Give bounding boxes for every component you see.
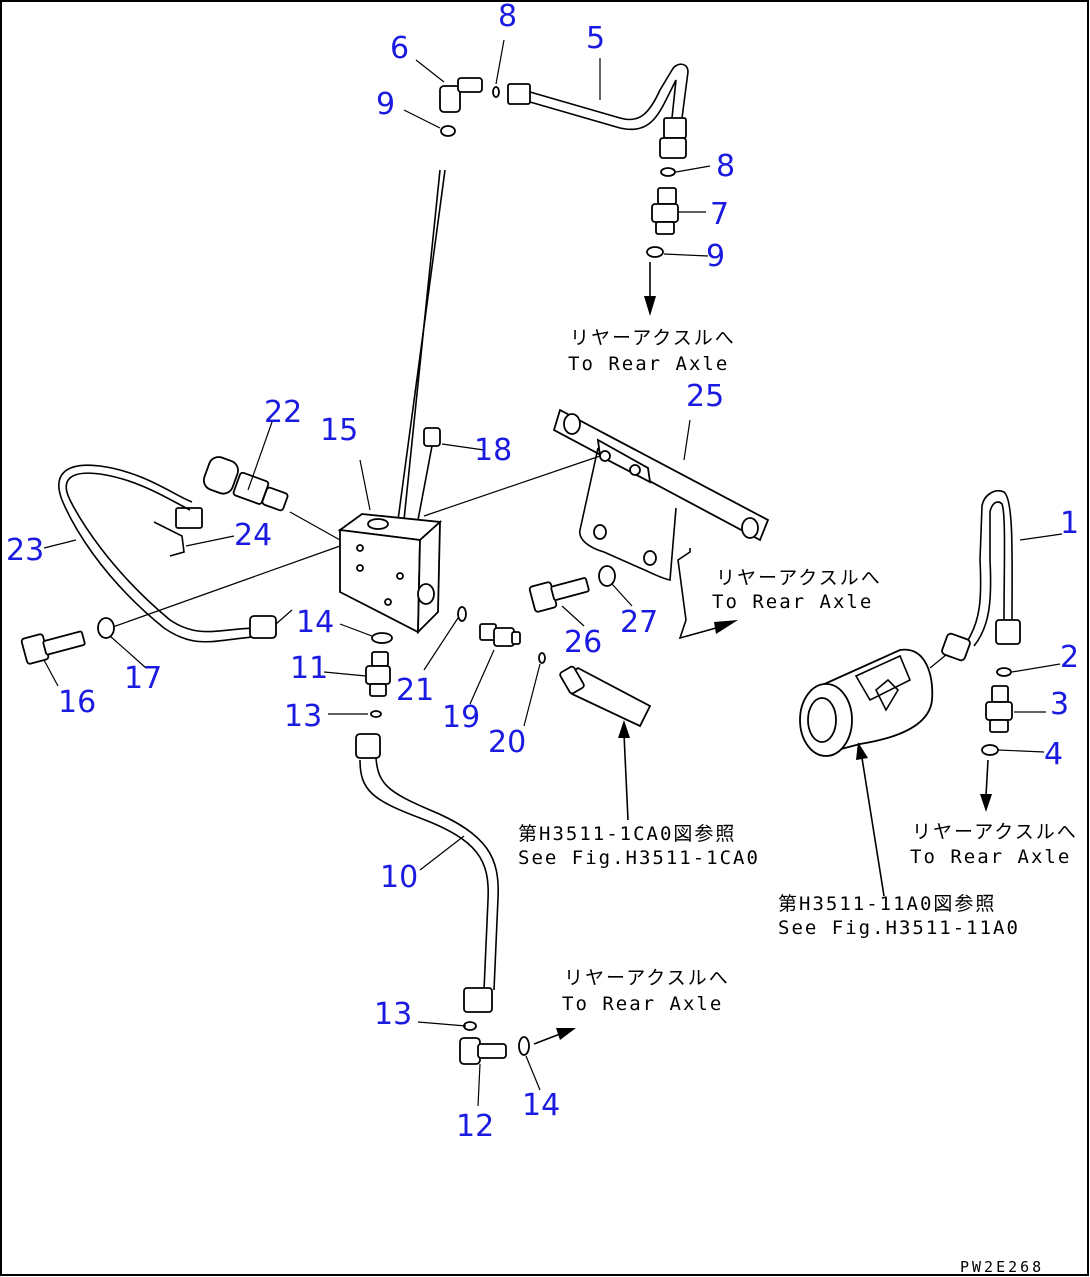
bolt-part-16	[20, 630, 86, 665]
arrow-head-mid	[714, 620, 738, 634]
callout-2: 2	[1060, 640, 1079, 675]
callout-4: 4	[1044, 737, 1063, 772]
bolt-part-26	[528, 577, 590, 613]
callout-14-mid: 14	[296, 605, 334, 640]
callout-27: 27	[620, 605, 658, 640]
wire-connector-23	[249, 615, 277, 639]
note-rear-axle-jp-top: リヤーアクスルへ	[570, 327, 736, 349]
arrow-head-top	[644, 296, 656, 316]
oring-part-8-top	[492, 86, 500, 98]
callout-9-top: 9	[376, 87, 395, 122]
tube-line-9-block-2	[403, 169, 441, 521]
cylinder-part-ref	[799, 648, 953, 757]
callout-7: 7	[710, 197, 729, 232]
arrow-head-cyl	[856, 742, 868, 760]
bracket-part-25	[552, 408, 770, 581]
clip-part-24	[153, 507, 203, 557]
oring-part-2	[996, 667, 1012, 677]
callout-17: 17	[124, 661, 162, 696]
callout-26: 26	[564, 625, 602, 660]
fitting-part-18	[417, 427, 441, 521]
oring-part-14-bottom	[518, 1036, 530, 1056]
washer-part-27	[598, 565, 616, 587]
oring-part-13-mid	[370, 710, 382, 718]
callout-8-top: 8	[498, 0, 517, 34]
note-rear-axle-en-top: To Rear Axle	[568, 353, 729, 375]
arrow-line-bottom	[533, 1033, 561, 1045]
callout-16: 16	[58, 685, 96, 720]
callout-23: 23	[6, 533, 44, 568]
note-rear-axle-en-mid: To Rear Axle	[712, 591, 873, 613]
arrow-head-bottom	[556, 1028, 576, 1040]
note-rear-axle-en-bottom: To Rear Axle	[562, 993, 723, 1015]
note-rear-axle-jp-right: リヤーアクスルへ	[912, 821, 1078, 843]
note-see-fig-2-jp: 第H3511-11A0図参照	[778, 893, 996, 915]
callout-5: 5	[586, 21, 605, 56]
callout-9-right: 9	[706, 239, 725, 274]
sensor-part-22	[202, 456, 341, 541]
callout-11: 11	[290, 651, 328, 686]
arrow-line-mid	[677, 548, 717, 640]
elbow-part-12	[459, 1037, 507, 1065]
oring-part-20	[538, 652, 546, 664]
wire-part-23-b	[58, 464, 263, 643]
callout-12: 12	[456, 1109, 494, 1144]
note-rear-axle-jp-mid: リヤーアクスルへ	[716, 567, 882, 589]
note-rear-axle-jp-bottom: リヤーアクスルへ	[564, 967, 730, 989]
callout-22: 22	[264, 395, 302, 430]
arrow-head-right	[980, 794, 992, 812]
oring-part-14-mid	[371, 632, 393, 644]
arrow-head-pin	[618, 720, 630, 738]
arrow-line-cyl	[861, 757, 885, 897]
drawing-code: PW2E268	[960, 1258, 1044, 1276]
elbow-part-6	[439, 77, 483, 113]
oring-part-9-right	[646, 246, 664, 258]
callout-1: 1	[1060, 506, 1079, 541]
valve-block-part-15	[337, 513, 443, 635]
callout-13-bottom: 13	[374, 997, 412, 1032]
callout-13-mid: 13	[284, 699, 322, 734]
callout-10: 10	[380, 860, 418, 895]
callout-20: 20	[488, 725, 526, 760]
arrow-line-pin	[623, 733, 629, 821]
hose-part-1	[941, 490, 1021, 662]
bolt-line-16	[109, 545, 341, 629]
callout-18: 18	[474, 433, 512, 468]
bolt-line-25	[423, 455, 601, 517]
callout-25: 25	[686, 379, 724, 414]
tube-part-5	[507, 63, 689, 159]
fitting-part-11	[365, 651, 391, 697]
callout-8-right: 8	[716, 149, 735, 184]
arrow-line-right	[985, 759, 989, 797]
fitting-part-3	[985, 685, 1013, 733]
fitting-part-19	[479, 623, 521, 647]
callout-19: 19	[442, 700, 480, 735]
fitting-part-7	[651, 187, 679, 235]
note-see-fig-1-jp: 第H3511-1CA0図参照	[518, 823, 736, 845]
callout-21: 21	[396, 673, 434, 708]
callout-24: 24	[234, 518, 272, 553]
oring-part-8-right	[660, 167, 676, 177]
callout-3: 3	[1050, 687, 1069, 722]
wire-part-23	[65, 472, 261, 633]
callout-14-bottom: 14	[522, 1088, 560, 1123]
oring-part-21	[457, 606, 467, 622]
oring-part-9-top	[440, 125, 456, 137]
note-rear-axle-en-right: To Rear Axle	[910, 846, 1071, 868]
note-see-fig-2-en: See Fig.H3511-11A0	[778, 917, 1020, 939]
wire-end-23	[275, 609, 293, 625]
oring-part-4	[981, 744, 999, 756]
pin-part-ref	[559, 665, 652, 728]
hose-part-10	[355, 733, 499, 1013]
callout-15: 15	[320, 413, 358, 448]
note-see-fig-1-en: See Fig.H3511-1CA0	[518, 847, 760, 869]
washer-part-17	[97, 617, 115, 639]
callout-6: 6	[390, 31, 409, 66]
leader-lines	[43, 39, 1063, 1107]
